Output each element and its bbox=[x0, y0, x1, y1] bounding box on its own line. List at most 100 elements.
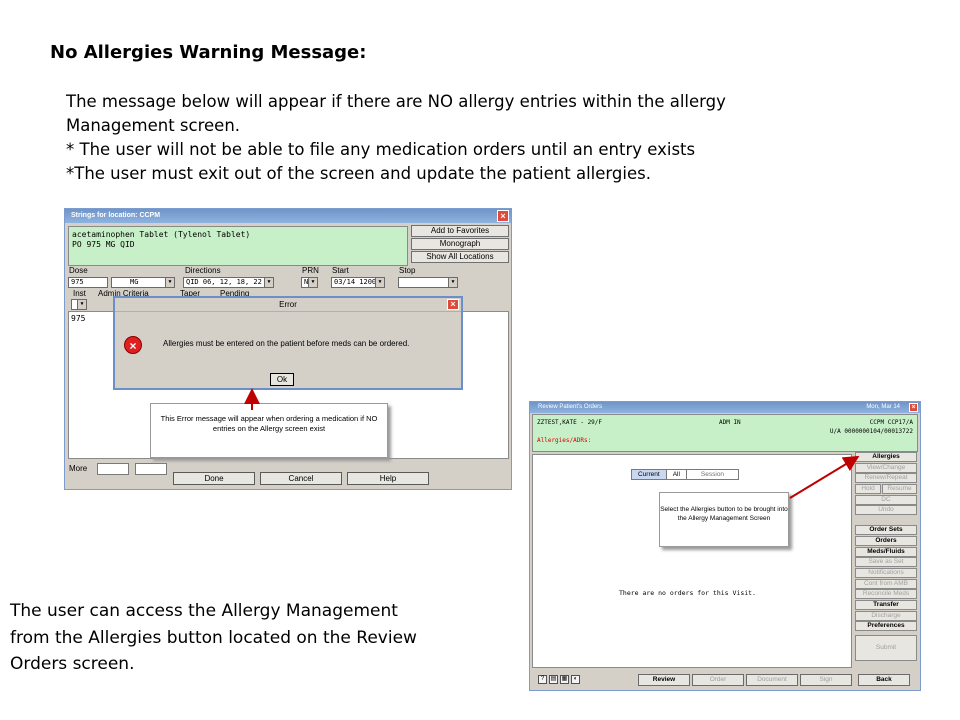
resume-button[interactable]: Resume bbox=[882, 484, 917, 495]
bottom-note-line: from the Allergies button located on the… bbox=[10, 627, 417, 648]
preferences-button[interactable]: Preferences bbox=[855, 621, 917, 632]
directions-select[interactable]: QID 06, 12, 18, 22▼ bbox=[183, 277, 274, 288]
tab-current[interactable]: Current bbox=[632, 470, 667, 479]
hold-button[interactable]: Hold bbox=[855, 484, 881, 495]
error-callout: This Error message will appear when orde… bbox=[150, 403, 388, 458]
tab-all[interactable]: All bbox=[666, 470, 687, 479]
chevron-down-icon[interactable]: ▼ bbox=[165, 278, 174, 287]
undo-button[interactable]: Undo bbox=[855, 505, 917, 516]
document-button[interactable]: Document bbox=[746, 674, 798, 686]
error-icon: × bbox=[124, 336, 142, 354]
error-message: Allergies must be entered on the patient… bbox=[163, 339, 410, 348]
order-sets-button[interactable]: Order Sets bbox=[855, 525, 917, 536]
intro-line: * The user will not be able to file any … bbox=[66, 140, 696, 159]
view-change-button[interactable]: View/Change bbox=[855, 462, 917, 473]
window-date: Mon, Mar 14 bbox=[866, 404, 900, 410]
chevron-down-icon[interactable]: ▼ bbox=[448, 278, 457, 287]
close-icon[interactable]: × bbox=[909, 403, 918, 412]
patient-status: ADM IN bbox=[719, 419, 741, 426]
more-field-1[interactable] bbox=[97, 463, 129, 475]
prn-value: N bbox=[304, 278, 309, 286]
dose-label: Dose bbox=[69, 266, 88, 275]
allergies-callout: Select the Allergies button to be brough… bbox=[659, 492, 789, 547]
done-button[interactable]: Done bbox=[173, 472, 255, 485]
start-label: Start bbox=[332, 266, 349, 275]
side-button-panel: Allergies View/Change Renew/Repeat Hold … bbox=[855, 452, 917, 662]
transfer-button[interactable]: Transfer bbox=[855, 599, 917, 610]
window-title: Strings for location: CCPM bbox=[71, 212, 161, 219]
meds-fluids-button[interactable]: Meds/Fluids bbox=[855, 546, 917, 557]
reconcile-meds-button[interactable]: Reconcile Meds bbox=[855, 589, 917, 600]
orders-panel: Current All Session There are no orders … bbox=[532, 454, 852, 668]
cont-from-amb-button[interactable]: Cont from AMB bbox=[855, 578, 917, 589]
prn-label: PRN bbox=[302, 266, 319, 275]
more-field-2[interactable] bbox=[135, 463, 167, 475]
error-dialog: Error × × Allergies must be entered on t… bbox=[113, 296, 463, 390]
show-all-locations-button[interactable]: Show All Locations bbox=[411, 251, 509, 263]
save-as-set-button[interactable]: Save as Set bbox=[855, 557, 917, 568]
allergies-label: Allergies/ADRs: bbox=[537, 437, 592, 444]
close-icon[interactable]: × bbox=[497, 210, 509, 222]
review-button[interactable]: Review bbox=[638, 674, 690, 686]
medication-line: PO 975 MG QID bbox=[72, 240, 135, 249]
intro-line: *The user must exit out of the screen an… bbox=[66, 164, 651, 183]
window-titlebar: Review Patient's Orders Mon, Mar 14 × bbox=[530, 402, 920, 413]
patient-header: ZZTEST,KATE - 29/F ADM IN CCPM CCP17/A U… bbox=[532, 414, 918, 452]
window-title: Review Patient's Orders bbox=[538, 404, 603, 410]
patient-account: U/A 0000000104/00013722 bbox=[829, 428, 913, 435]
start-value: 03/14 1200 bbox=[334, 278, 377, 286]
close-icon[interactable]: × bbox=[447, 299, 459, 310]
nav-icon[interactable]: ◐ bbox=[571, 675, 580, 684]
chevron-down-icon[interactable]: ▼ bbox=[264, 278, 273, 287]
tab-session[interactable]: Session bbox=[686, 470, 739, 479]
dose-field[interactable]: 975 bbox=[68, 277, 108, 288]
taper-label: Taper bbox=[180, 289, 201, 298]
help-icon[interactable]: ? bbox=[538, 675, 547, 684]
notifications-button[interactable]: Notifications bbox=[855, 567, 917, 578]
start-select[interactable]: 03/14 1200▼ bbox=[331, 277, 385, 288]
renew-repeat-button[interactable]: Renew/Repeat bbox=[855, 473, 917, 484]
order-button[interactable]: Order bbox=[692, 674, 744, 686]
page-icon[interactable]: ▦ bbox=[560, 675, 569, 684]
bottom-note-line: Orders screen. bbox=[10, 654, 135, 674]
chevron-down-icon[interactable]: ▼ bbox=[375, 278, 384, 287]
patient-name: ZZTEST,KATE - 29/F bbox=[537, 419, 603, 426]
slide-title: No Allergies Warning Message: bbox=[50, 42, 367, 63]
directions-label: Directions bbox=[185, 266, 221, 275]
add-to-favorites-button[interactable]: Add to Favorites bbox=[411, 225, 509, 237]
help-button[interactable]: Help bbox=[347, 472, 429, 485]
chevron-down-icon[interactable]: ▼ bbox=[308, 278, 317, 287]
allergies-button[interactable]: Allergies bbox=[855, 452, 917, 462]
list-item: 975 bbox=[71, 314, 86, 323]
patient-location: CCPM CCP17/A bbox=[869, 419, 913, 426]
cancel-button[interactable]: Cancel bbox=[260, 472, 342, 485]
medication-line: acetaminophen Tablet (Tylenol Tablet) bbox=[72, 230, 251, 239]
directions-value: QID 06, 12, 18, 22 bbox=[186, 278, 262, 286]
inst-select[interactable]: ▼ bbox=[71, 299, 87, 310]
bottom-note-line: The user can access the Allergy Manageme… bbox=[10, 601, 398, 621]
dc-button[interactable]: DC bbox=[855, 494, 917, 505]
bottom-note: The user can access the Allergy Manageme… bbox=[10, 598, 510, 678]
sign-button[interactable]: Sign bbox=[800, 674, 852, 686]
stop-select[interactable]: ▼ bbox=[398, 277, 458, 288]
prn-select[interactable]: N▼ bbox=[301, 277, 318, 288]
pending-label: Pending bbox=[220, 289, 250, 298]
submit-button[interactable]: Submit bbox=[855, 635, 917, 662]
intro-line: The message below will appear if there a… bbox=[66, 92, 726, 111]
back-button[interactable]: Back bbox=[858, 674, 910, 686]
more-label: More bbox=[69, 464, 88, 473]
chevron-down-icon[interactable]: ▼ bbox=[77, 300, 86, 309]
orders-button[interactable]: Orders bbox=[855, 535, 917, 546]
ok-button[interactable]: Ok bbox=[270, 373, 294, 386]
discharge-button[interactable]: Discharge bbox=[855, 610, 917, 621]
bottom-toolbar: ? ▤ ▦ ◐ Review Order Document Sign Back bbox=[532, 674, 918, 688]
monograph-button[interactable]: Monograph bbox=[411, 238, 509, 250]
intro-line: Management screen. bbox=[66, 116, 241, 135]
print-icon[interactable]: ▤ bbox=[549, 675, 558, 684]
unit-value: MG bbox=[130, 278, 139, 286]
error-dialog-titlebar: Error × bbox=[115, 298, 461, 312]
medication-panel: acetaminophen Tablet (Tylenol Tablet) PO… bbox=[68, 226, 408, 266]
unit-select[interactable]: MG ▼ bbox=[111, 277, 175, 288]
inst-label: Inst bbox=[73, 289, 86, 298]
stop-label: Stop bbox=[399, 266, 416, 275]
